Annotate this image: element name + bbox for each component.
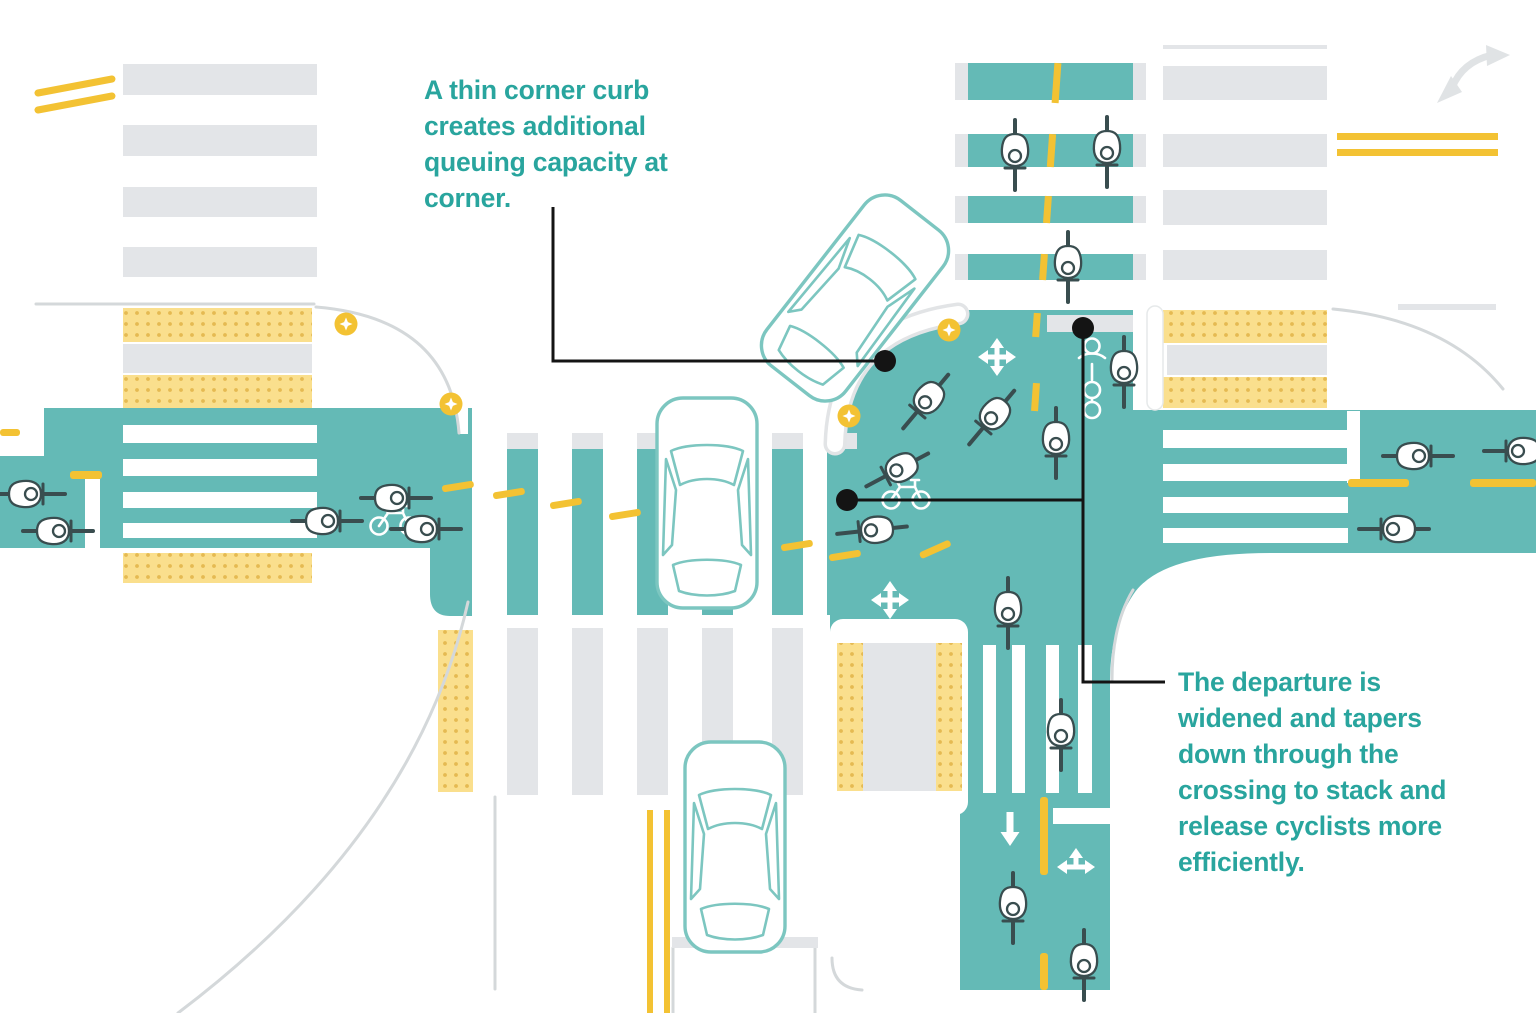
callout-dot bbox=[874, 350, 896, 372]
car-northbound-center bbox=[655, 396, 759, 610]
annotation-departure: The departure is widened and tapers down… bbox=[1178, 667, 1447, 877]
cyclist-icon bbox=[1091, 115, 1123, 189]
crosswalk-east-on-road bbox=[1163, 430, 1348, 543]
crosswalk-north-pedestrian bbox=[1163, 45, 1327, 280]
turn-arrow-icon bbox=[1437, 45, 1510, 103]
stop-bar-east bbox=[1347, 411, 1360, 483]
car-northbound-south bbox=[683, 740, 787, 954]
tactile-paving-strips bbox=[123, 308, 1327, 792]
star-medallion-icon bbox=[837, 404, 861, 428]
star-medallion-icon bbox=[439, 392, 463, 416]
crosswalk-west-pedestrian bbox=[123, 64, 317, 277]
star-medallion-icon bbox=[937, 318, 961, 342]
cyclist-icon bbox=[999, 118, 1031, 192]
crosswalk-south-on-road bbox=[983, 645, 1110, 824]
star-medallion-icon bbox=[334, 312, 358, 336]
median-island-south bbox=[830, 619, 968, 815]
separator-island-east bbox=[1146, 305, 1164, 411]
cyclist-icon bbox=[1052, 230, 1084, 304]
callout-departure-line bbox=[836, 317, 1165, 684]
annotation-corner-curb: A thin corner curb creates additional qu… bbox=[424, 75, 668, 213]
callout-corner-curb-line bbox=[551, 207, 896, 372]
stop-bar-west bbox=[85, 479, 100, 548]
lane-markings-yellow bbox=[0, 62, 1536, 1013]
crosswalk-west-on-road bbox=[123, 425, 317, 538]
